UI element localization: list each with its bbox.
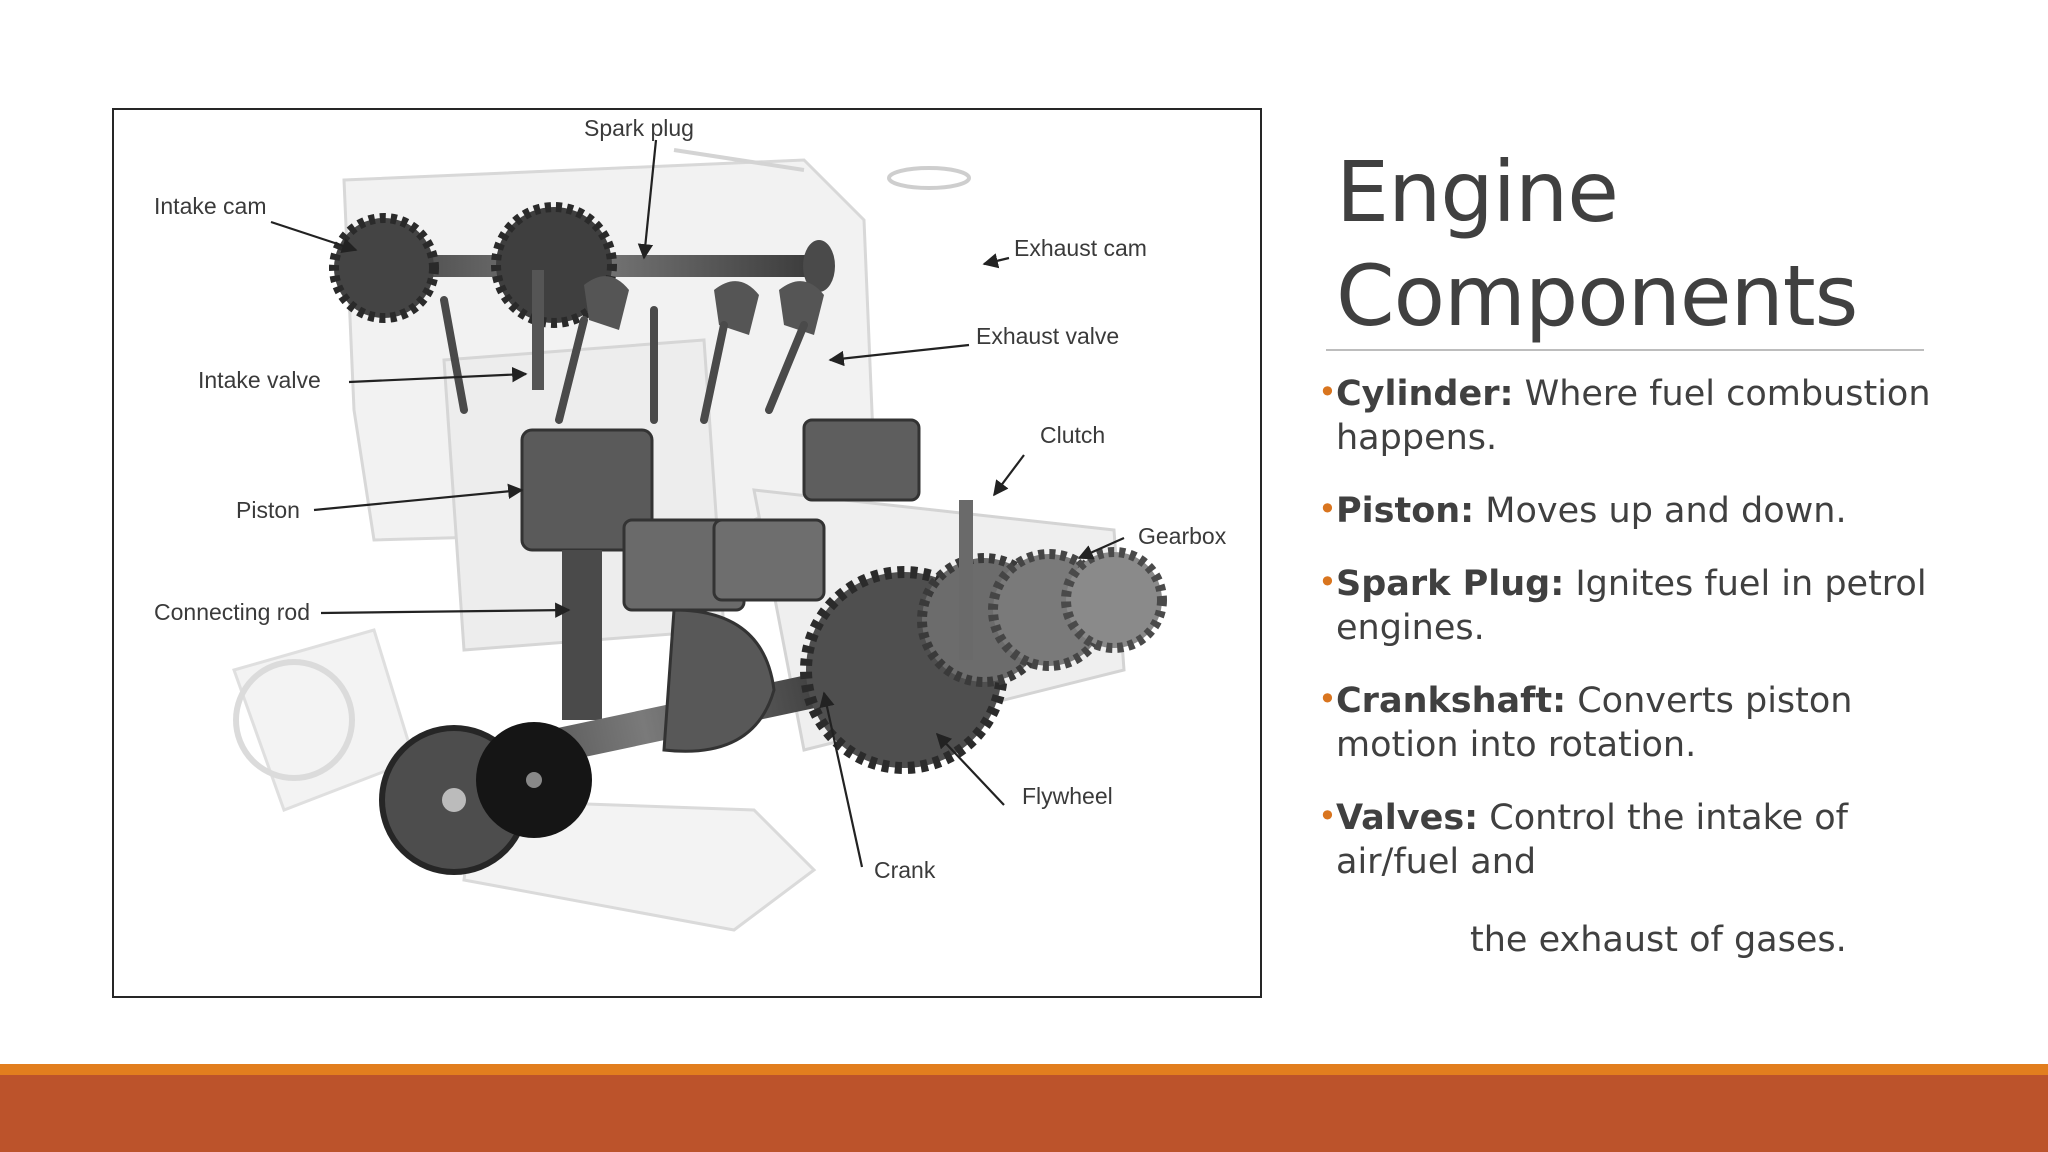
bullet-term: Cylinder: [1336, 374, 1514, 414]
bullet-spark-plug: •Spark Plug: Ignites fuel in petrol engi… [1318, 562, 1958, 650]
bullet-crankshaft: •Crankshaft: Converts piston motion into… [1318, 679, 1958, 767]
bullet-piston: •Piston: Moves up and down. [1318, 489, 1958, 533]
bullet-marker: • [1318, 373, 1337, 411]
label-connecting-rod: Connecting rod [154, 599, 310, 625]
label-gearbox: Gearbox [1138, 523, 1227, 549]
bullet-term: Piston: [1336, 491, 1475, 531]
bullet-marker: • [1318, 563, 1337, 601]
bullet-term: Crankshaft: [1336, 681, 1567, 721]
bullet-term: Spark Plug: [1336, 564, 1565, 604]
bullet-term: Valves: [1336, 798, 1479, 838]
label-piston: Piston [236, 497, 300, 523]
bullet-list: •Cylinder: Where fuel combustion happens… [1318, 372, 1958, 913]
bullet-continuation: the exhaust of gases. [1470, 920, 1847, 960]
valves [440, 296, 808, 424]
bullet-text: Ignites fuel in petrol engines. [1336, 564, 1927, 648]
label-exhaust-valve: Exhaust valve [976, 323, 1119, 349]
flywheel-gears [800, 500, 1167, 774]
label-intake-cam: Intake cam [154, 193, 267, 219]
label-exhaust-cam: Exhaust cam [1014, 235, 1147, 261]
pistons [520, 418, 921, 720]
bullet-text: Converts piston motion into rotation. [1336, 681, 1853, 765]
label-flywheel: Flywheel [1022, 783, 1113, 809]
bullet-marker: • [1318, 680, 1337, 718]
footer-band [0, 1075, 2048, 1152]
camshaft [329, 202, 835, 335]
bullet-marker: • [1318, 797, 1337, 835]
bullet-text: Where fuel combustion happens. [1336, 374, 1931, 458]
slide-title-line-2: Components [1336, 247, 1858, 345]
title-divider [1326, 349, 1924, 351]
leader-lines [270, 139, 1125, 868]
label-intake-valve: Intake valve [198, 367, 321, 393]
spark-plug-shape [532, 270, 544, 390]
bullet-cylinder: •Cylinder: Where fuel combustion happens… [1318, 372, 1958, 460]
bullet-marker: • [1318, 490, 1337, 528]
engine-diagram: Spark plug Intake cam Exhaust cam Exhaus… [154, 115, 1227, 932]
label-clutch: Clutch [1040, 422, 1105, 448]
label-crank: Crank [874, 857, 936, 883]
engine-diagram-figure: Spark plug Intake cam Exhaust cam Exhaus… [112, 108, 1262, 998]
bullet-text: Moves up and down. [1474, 491, 1847, 531]
diagram-labels: Spark plug Intake cam Exhaust cam Exhaus… [154, 115, 1227, 883]
bullet-valves: •Valves: Control the intake of air/fuel … [1318, 796, 1958, 884]
footer-accent-stripe [0, 1064, 2048, 1075]
bullet-text: Control the intake of air/fuel and [1336, 798, 1848, 882]
label-spark-plug: Spark plug [584, 115, 694, 141]
pulleys [379, 722, 592, 875]
slide-title-line-1: Engine [1336, 143, 1619, 241]
